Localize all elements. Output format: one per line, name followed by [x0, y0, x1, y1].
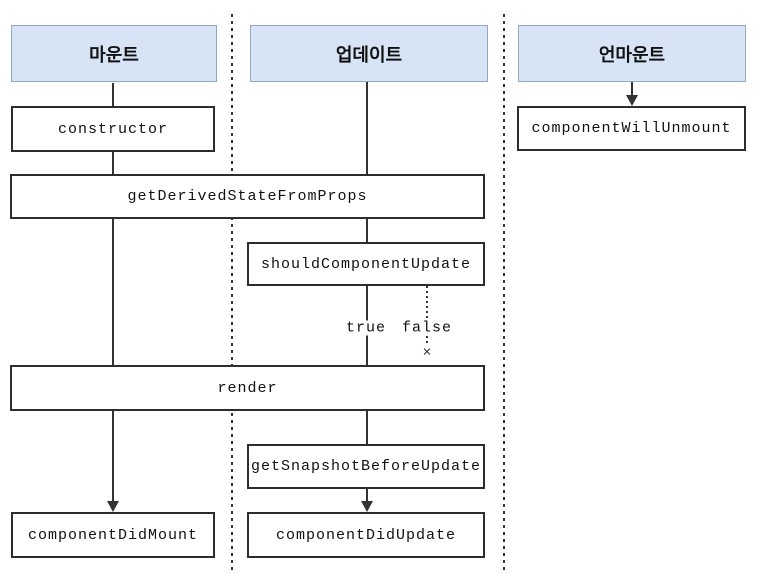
branch-label-false: false	[398, 320, 456, 336]
connector-false-branch-dotted	[426, 286, 428, 346]
column-header-unmount: 언마운트	[518, 25, 746, 82]
column-header-unmount-label: 언마운트	[598, 44, 666, 65]
connector-constructor-to-gdsfp	[112, 152, 114, 174]
connector-render-to-componentdidmount	[112, 411, 114, 503]
node-component-did-mount-label: componentDidMount	[27, 526, 199, 544]
node-component-will-unmount-label: componentWillUnmount	[531, 120, 732, 137]
connector-getsnapshot-to-componentdidupdate	[366, 489, 368, 503]
node-render: render	[10, 365, 485, 411]
node-get-snapshot-before-update: getSnapshotBeforeUpdate	[247, 444, 485, 489]
branch-label-true: true	[342, 320, 390, 336]
node-get-snapshot-before-update-label: getSnapshotBeforeUpdate	[250, 458, 482, 475]
node-get-derived-state-from-props-label: getDerivedStateFromProps	[127, 188, 368, 205]
connector-gdsfp-to-shouldcomponentupdate	[366, 219, 368, 242]
node-component-did-update: componentDidUpdate	[247, 512, 485, 558]
column-header-mount: 마운트	[11, 25, 217, 82]
node-constructor-label: constructor	[57, 120, 169, 138]
node-component-will-unmount: componentWillUnmount	[517, 106, 746, 151]
node-get-derived-state-from-props: getDerivedStateFromProps	[10, 174, 485, 219]
separator-mount-update	[231, 14, 233, 570]
node-component-did-update-label: componentDidUpdate	[275, 526, 457, 544]
node-constructor: constructor	[11, 106, 215, 152]
node-should-component-update-label: shouldComponentUpdate	[260, 255, 472, 273]
separator-update-unmount	[503, 14, 505, 570]
arrow-down-icon	[626, 95, 638, 106]
connector-unmount-header-to-willunmount	[631, 82, 633, 96]
arrow-down-icon	[361, 501, 373, 512]
node-render-label: render	[217, 379, 278, 397]
arrow-down-icon	[107, 501, 119, 512]
node-component-did-mount: componentDidMount	[11, 512, 215, 558]
false-terminal-x-icon: ×	[422, 344, 432, 362]
connector-update-header-to-gdsfp	[366, 82, 368, 174]
connector-mount-header-to-constructor	[112, 83, 114, 106]
node-should-component-update: shouldComponentUpdate	[247, 242, 485, 286]
column-header-mount-label: 마운트	[89, 44, 139, 65]
column-header-update-label: 업데이트	[335, 44, 403, 65]
column-header-update: 업데이트	[250, 25, 488, 82]
connector-render-to-getsnapshot	[366, 411, 368, 444]
connector-gdsfp-to-render-mount	[112, 219, 114, 365]
